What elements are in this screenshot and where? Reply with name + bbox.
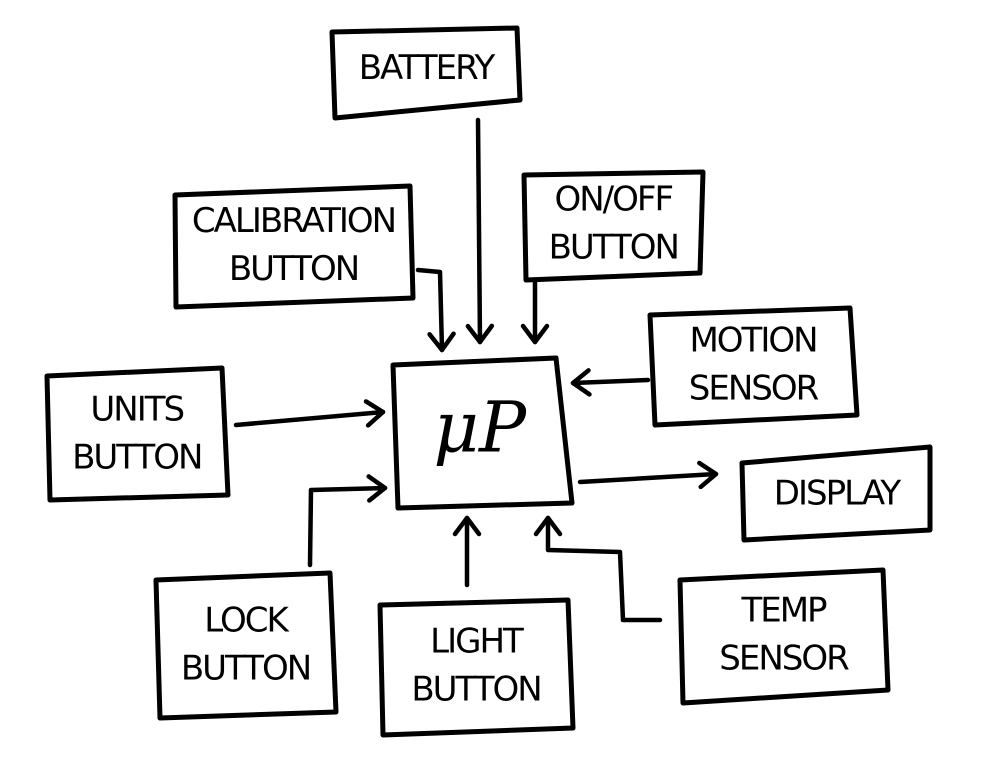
motion-box <box>647 305 860 428</box>
node-motion: MOTION SENSOR <box>647 305 860 428</box>
connector-line <box>415 267 445 353</box>
light-label-line-0: LIGHT <box>430 622 524 662</box>
edge-battery-to-mp <box>465 117 495 345</box>
edge-lock-to-mp <box>307 474 388 568</box>
connector-line <box>570 377 651 386</box>
temp-label-line-0: TEMP <box>740 590 827 630</box>
onoff-label-line-1: BUTTON <box>549 228 678 268</box>
units-label-line-1: BUTTON <box>72 437 201 477</box>
motion-label-line-0: MOTION <box>689 320 816 360</box>
arrowhead-icon <box>570 368 592 397</box>
lock-label-line-1: BUTTON <box>181 648 310 688</box>
mp-box <box>390 355 575 511</box>
onoff-label-line-0: ON/OFF <box>554 180 672 220</box>
edge-light-to-mp <box>452 515 482 588</box>
edge-units-to-mp <box>233 399 386 428</box>
mp-label-line-0: μP <box>433 387 527 469</box>
battery-label-line-0: BATTERY <box>359 48 496 88</box>
nodes-layer: μP BATTERY CALIBRATION BUTTON ON/OFF BUTTON MO… <box>44 25 933 738</box>
onoff-box <box>521 169 706 283</box>
calibration-label-line-0: CALIBRATION <box>192 201 395 241</box>
temp-label-line-1: SENSOR <box>719 638 849 678</box>
node-temp: TEMP SENSOR <box>677 567 891 706</box>
arrowhead-icon <box>452 515 482 537</box>
lock-box <box>153 570 339 721</box>
connector-line <box>475 117 483 345</box>
edge-mp-to-display <box>577 460 719 490</box>
arrowhead-icon <box>697 460 719 490</box>
node-onoff: ON/OFF BUTTON <box>521 169 706 283</box>
edge-onoff-to-mp <box>520 279 550 345</box>
node-battery: BATTERY <box>329 25 523 121</box>
display-box <box>739 444 933 543</box>
arrowhead-icon <box>533 515 563 537</box>
node-light: LIGHT BUTTON <box>377 597 576 738</box>
arrowhead-icon <box>465 323 495 345</box>
edge-temp-to-mp <box>533 515 663 623</box>
light-label-line-1: BUTTON <box>411 670 540 710</box>
units-label-line-0: UNITS <box>90 389 183 429</box>
edges-layer <box>233 117 719 623</box>
battery-box <box>329 25 523 121</box>
arrowhead-icon <box>520 323 550 345</box>
arrowhead-icon <box>366 474 388 503</box>
lock-label-line-0: LOCK <box>204 600 290 640</box>
connector-line <box>577 471 719 485</box>
arrowhead-icon <box>363 399 386 428</box>
node-units: UNITS BUTTON <box>44 365 231 503</box>
display-label-line-0: DISPLAY <box>774 474 902 514</box>
node-calibration: CALIBRATION BUTTON <box>172 183 416 310</box>
edge-motion-to-mp <box>570 368 651 397</box>
motion-label-line-1: SENSOR <box>689 368 819 408</box>
calibration-box <box>172 183 416 310</box>
edge-calibration-to-mp <box>415 267 456 353</box>
temp-box <box>677 567 891 706</box>
units-box <box>44 365 231 503</box>
node-mp: μP <box>390 355 575 511</box>
calibration-label-line-1: BUTTON <box>229 249 358 289</box>
node-display: DISPLAY <box>739 444 933 543</box>
light-box <box>377 597 576 738</box>
connector-line <box>233 409 386 428</box>
node-lock: LOCK BUTTON <box>153 570 339 721</box>
connector-line <box>545 515 663 623</box>
connector-line <box>307 485 388 568</box>
arrowhead-icon <box>427 331 456 353</box>
